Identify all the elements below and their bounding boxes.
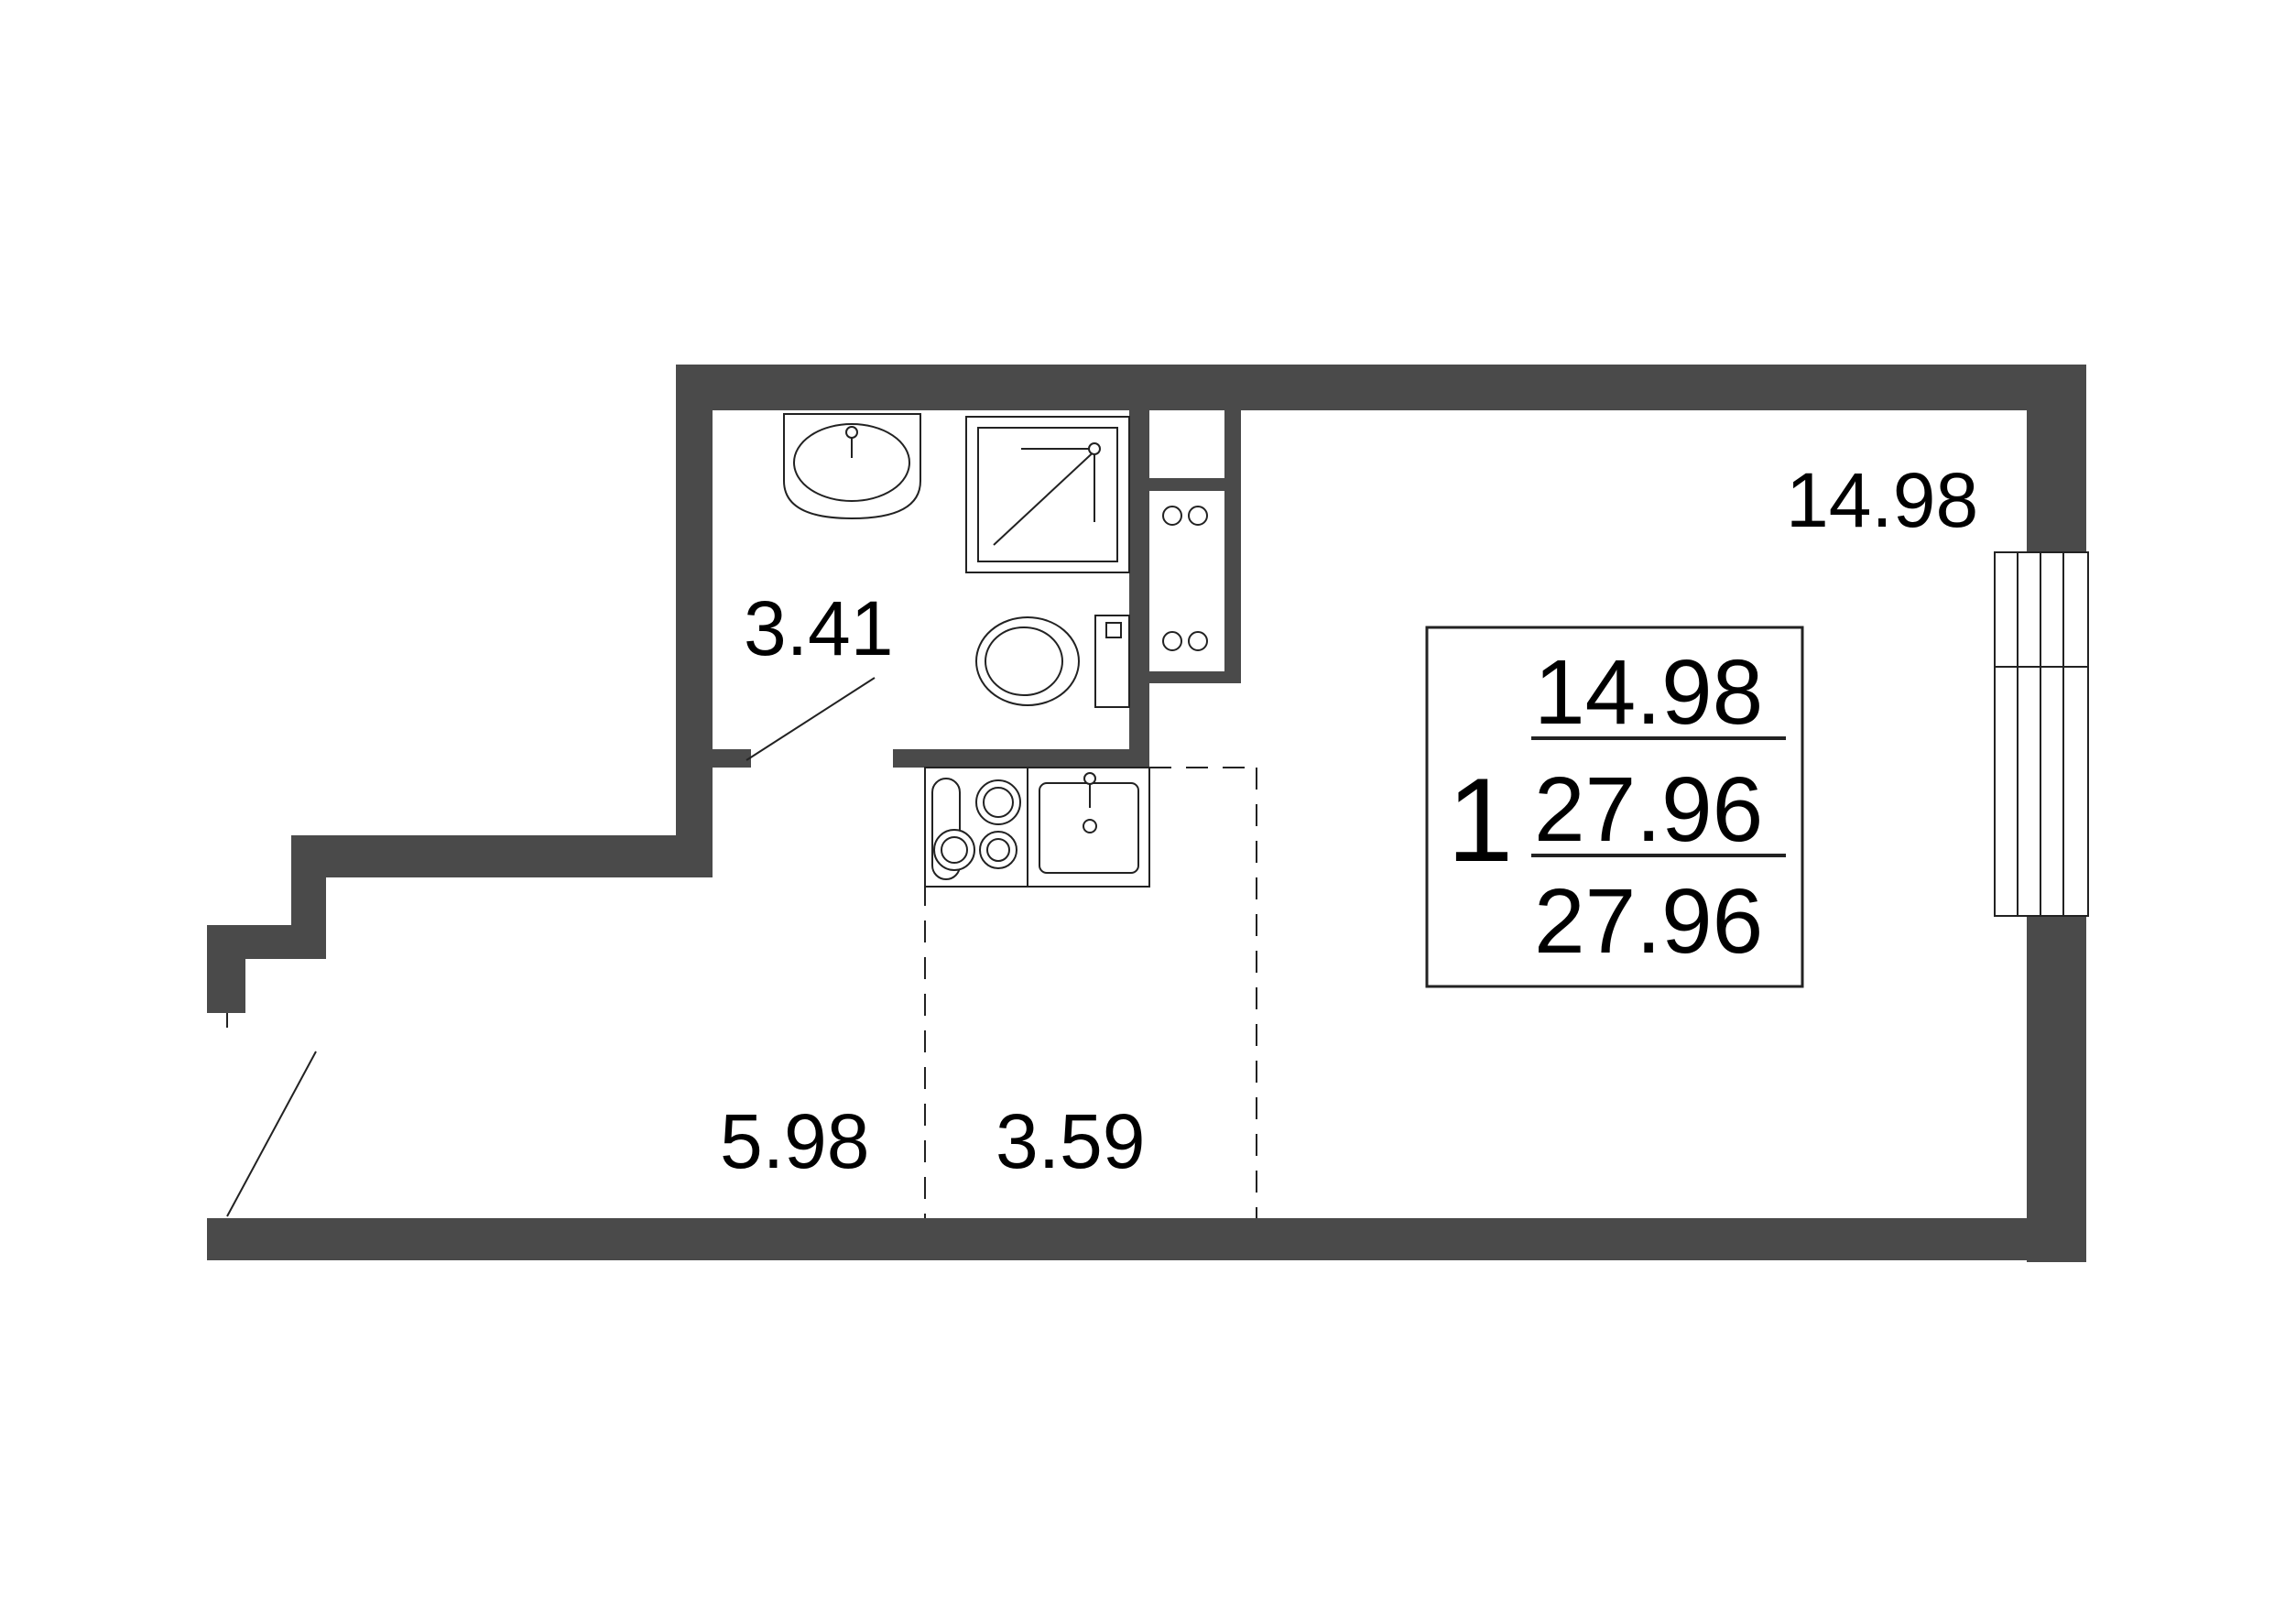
wall-shaft-right xyxy=(1224,410,1241,683)
summary-living-area: 14.98 xyxy=(1534,641,1763,744)
window xyxy=(1994,551,2089,917)
wall-top xyxy=(676,365,2086,410)
room-area-living: 14.98 xyxy=(1786,457,1978,543)
wall-right-lower xyxy=(2027,916,2086,1262)
stove-icon xyxy=(933,779,1021,871)
area-summary-box: 1 14.98 27.96 27.96 xyxy=(1425,626,1804,988)
wall-bathroom-door-stub xyxy=(713,749,751,768)
shower-icon xyxy=(965,416,1130,573)
kitchen-sink-icon xyxy=(1027,767,1150,888)
walls xyxy=(207,365,2086,1262)
room-area-kitchen: 3.59 xyxy=(996,1098,1146,1184)
toilet-icon xyxy=(975,615,1130,708)
wall-step-4 xyxy=(207,925,245,1013)
wall-shaft-bottom xyxy=(1149,671,1241,683)
shaft-pipes-icon xyxy=(1162,506,1208,651)
bathroom-door-icon xyxy=(745,677,876,761)
wall-right-upper xyxy=(2027,365,2086,552)
wall-bathroom-right xyxy=(1129,410,1149,768)
wall-step-1 xyxy=(291,835,713,877)
wall-shaft-top xyxy=(1149,478,1241,491)
room-area-hallway: 5.98 xyxy=(720,1098,870,1184)
doors xyxy=(226,677,876,1217)
summary-total-area: 27.96 xyxy=(1534,758,1763,861)
wall-bathroom-left xyxy=(676,365,713,877)
wall-bathroom-bottom xyxy=(893,749,1149,768)
entrance-door-icon xyxy=(226,1051,317,1217)
room-count: 1 xyxy=(1447,753,1513,887)
room-area-bathroom: 3.41 xyxy=(744,585,894,671)
summary-total-area-with-balcony: 27.96 xyxy=(1534,870,1763,973)
washbasin-icon xyxy=(783,413,921,520)
kitchen-zone-boundary xyxy=(924,767,1257,1218)
wall-bottom xyxy=(207,1218,2086,1260)
